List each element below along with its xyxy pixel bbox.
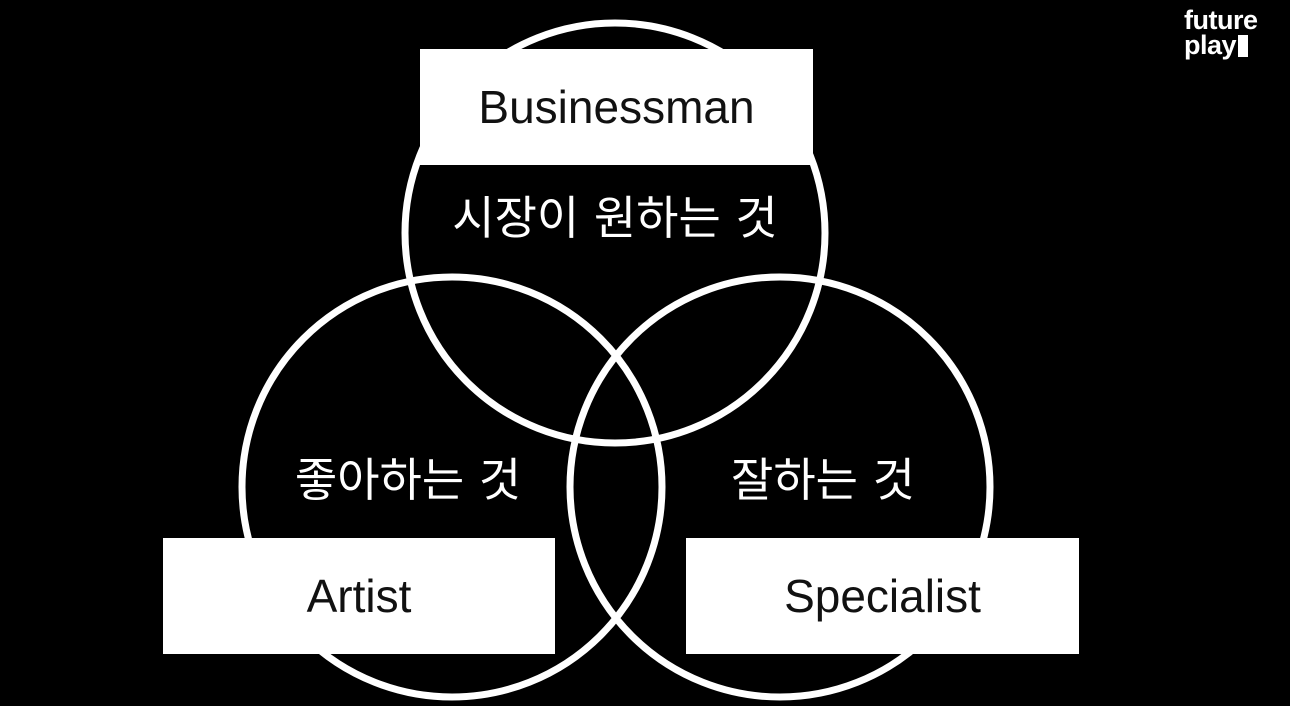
good-circle-label: 잘하는 것 xyxy=(731,453,915,507)
market-circle-label: 시장이 원하는 것 xyxy=(452,191,778,245)
specialist-box: Specialist xyxy=(686,538,1079,654)
market-circle xyxy=(401,19,829,447)
logo-block-icon xyxy=(1238,35,1249,57)
artist-box: Artist xyxy=(163,538,555,654)
like-circle xyxy=(238,273,666,701)
logo-line-2-wrap: play xyxy=(1184,30,1258,60)
logo-line-1: future xyxy=(1184,5,1258,35)
logo-line-2: play xyxy=(1184,30,1237,60)
businessman-box: Businessman xyxy=(420,49,813,165)
futureplay-logo: future play xyxy=(1184,5,1258,60)
like-circle-label: 좋아하는 것 xyxy=(294,453,522,507)
good-circle xyxy=(566,273,994,701)
